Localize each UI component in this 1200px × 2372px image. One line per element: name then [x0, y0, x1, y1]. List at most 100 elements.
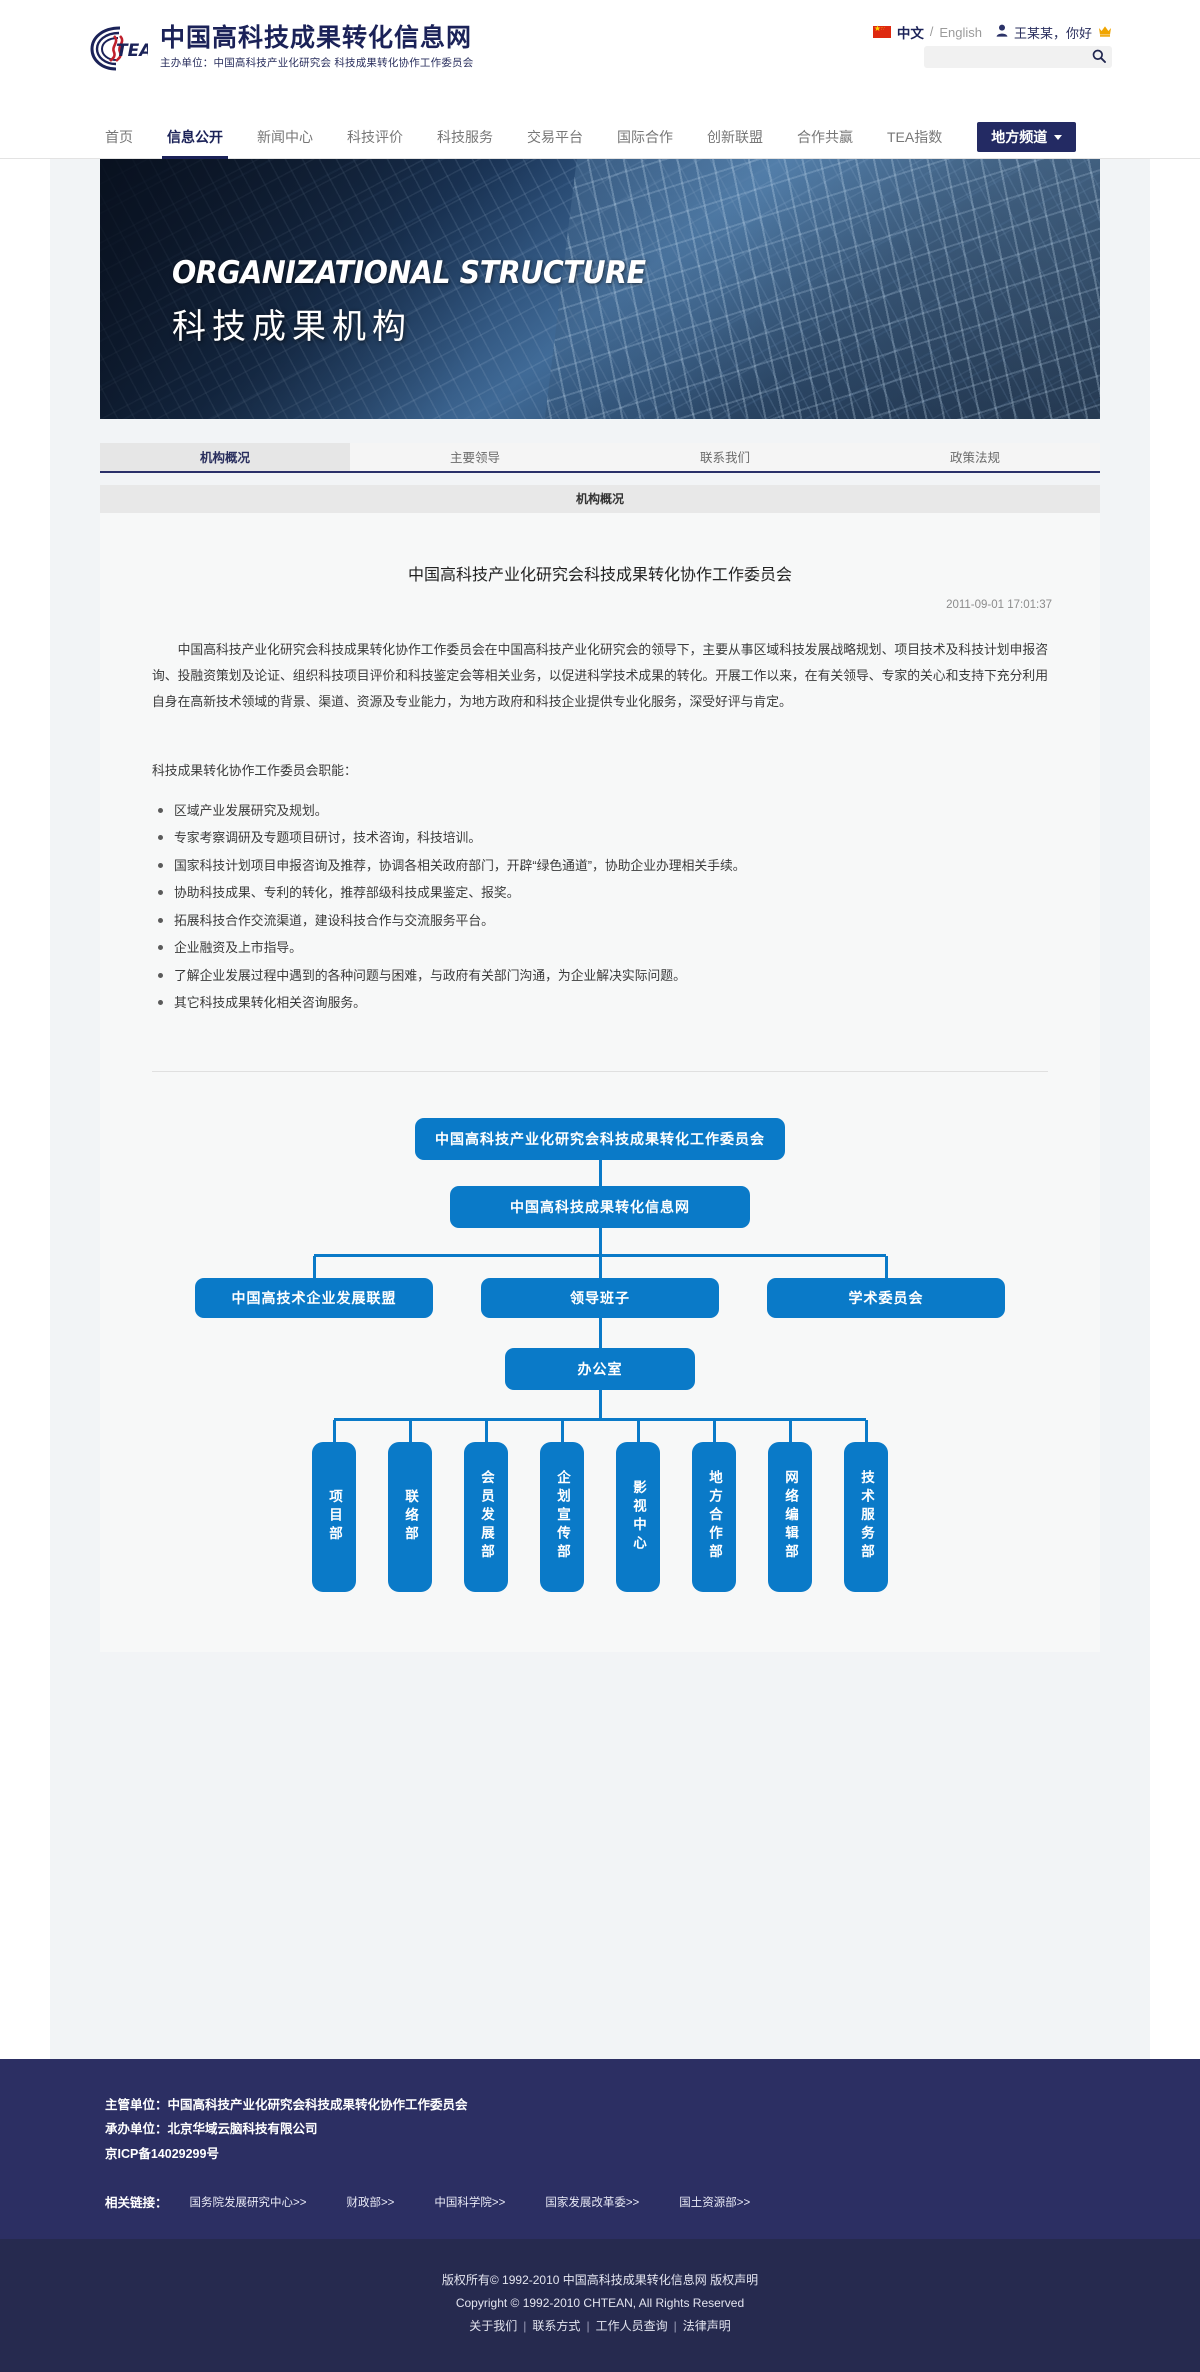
china-flag-icon — [872, 23, 891, 38]
org-box-level3-1[interactable]: 中国高技术企业发展联盟 — [195, 1277, 433, 1318]
content-card: 机构概况 中国高科技产业化研究会科技成果转化协作工作委员会 2011-09-01… — [100, 485, 1100, 1652]
chtea-logo-icon: TEA — [90, 24, 152, 72]
connector-line-vertical — [332, 1419, 336, 1442]
org-box-level3-3[interactable]: 学术委员会 — [767, 1277, 1005, 1318]
banner-title-cn: 科技成果机构 — [172, 308, 412, 346]
site-title: 中国高科技成果转化信息网 — [160, 24, 473, 52]
banner-title-en: ORGANIZATIONAL STRUCTURE — [172, 255, 646, 291]
site-header: TEA 中国高科技成果转化信息网 主办单位：中国高科技产业化研究会 科技成果转化… — [0, 0, 1200, 115]
footer-organizer-line: 承办单位：北京华域云脑科技有限公司 — [105, 2117, 1150, 2141]
footer-primary: 主管单位：中国高科技产业化研究会科技成果转化协作工作委员会 承办单位：北京华域云… — [0, 2059, 1200, 2240]
nav-item-2[interactable]: 信息公开 — [150, 115, 240, 159]
footer-bottom-link-3[interactable]: 工作人员查询 — [595, 2318, 668, 2333]
section-tabbar: 机构概况 主要领导 联系我们 政策法规 — [100, 443, 1100, 473]
footer-link-separator: | — [586, 2318, 590, 2333]
connector-line-vertical — [598, 1389, 602, 1420]
footer-link-5[interactable]: 国土资源部>> — [679, 2196, 751, 2209]
site-logo[interactable]: TEA 中国高科技成果转化信息网 主办单位：中国高科技产业化研究会 科技成果转化… — [90, 24, 473, 72]
site-subtitle: 主办单位：中国高科技产业化研究会 科技成果转化协作工作委员会 — [160, 57, 474, 69]
function-item: 其它科技成果转化相关咨询服务。 — [158, 989, 1100, 1017]
function-item: 国家科技计划项目申报咨询及推荐，协调各相关政府部门，开辟“绿色通道”，协助企业办… — [158, 852, 1100, 880]
org-box-department-3[interactable]: 会员发展部 — [464, 1441, 508, 1592]
search-button[interactable] — [1086, 46, 1112, 68]
org-box-level3-2[interactable]: 领导班子 — [481, 1277, 719, 1318]
tab-1[interactable]: 机构概况 — [100, 443, 350, 471]
nav-item-6[interactable]: 交易平台 — [527, 129, 583, 145]
footer-link-3[interactable]: 中国科学院>> — [434, 2196, 506, 2209]
nav-item-1[interactable]: 首页 — [105, 129, 133, 145]
org-box-department-7[interactable]: 网络编辑部 — [768, 1441, 812, 1592]
connector-line-vertical — [484, 1419, 488, 1442]
footer-link-2[interactable]: 财政部>> — [346, 2196, 395, 2209]
tab-4[interactable]: 政策法规 — [949, 451, 1000, 465]
function-item: 协助科技成果、专利的转化，推荐部级科技成果鉴定、报奖。 — [158, 879, 1100, 907]
org-box-department-6[interactable]: 地方合作部 — [692, 1441, 736, 1592]
language-english-link[interactable]: English — [939, 24, 982, 40]
org-box-department-1[interactable]: 项目部 — [312, 1441, 356, 1592]
page-banner: ORGANIZATIONAL STRUCTURE 科技成果机构 — [100, 159, 1100, 419]
crown-icon — [1098, 25, 1112, 40]
footer-bottom-link-2[interactable]: 联系方式 — [532, 2318, 581, 2333]
footer-secondary: 版权所有© 1992-2010 中国高科技成果转化信息网 版权声明 Copyri… — [0, 2239, 1200, 2372]
nav-item-8[interactable]: 创新联盟 — [707, 129, 763, 145]
page-content: ORGANIZATIONAL STRUCTURE 科技成果机构 机构概况 主要领导… — [50, 159, 1150, 2059]
nav-dropdown-label: 地方频道 — [991, 129, 1048, 145]
org-box-department-2[interactable]: 联络部 — [388, 1441, 432, 1592]
footer-link-4[interactable]: 国家发展改革委>> — [545, 2196, 640, 2209]
footer-supervisor-label: 主管单位： — [105, 2098, 168, 2112]
footer-organizer-value: 北京华域云脑科技有限公司 — [167, 2122, 318, 2137]
org-chart: 中国高科技产业化研究会科技成果转化工作委员会中国高科技成果转化信息网中国高技术企… — [152, 1070, 1048, 1612]
connector-line-horizontal — [334, 1418, 866, 1422]
footer-supervisor-value: 中国高科技产业化研究会科技成果转化协作工作委员会 — [167, 2098, 468, 2112]
nav-item-7[interactable]: 国际合作 — [617, 129, 673, 145]
footer-links-label: 相关链接： — [105, 2196, 168, 2211]
nav-item-5[interactable]: 科技服务 — [437, 129, 493, 145]
page-title: 中国高科技产业化研究会科技成果转化协作工作委员会 — [407, 567, 792, 584]
article-body: 中国高科技产业化研究会科技成果转化协作工作委员会在中国高科技产业化研究会的领导下… — [152, 637, 1048, 716]
footer-link-separator: | — [673, 2318, 677, 2333]
search-box[interactable] — [924, 46, 1112, 68]
connector-line-vertical — [598, 1255, 602, 1278]
footer-link-1[interactable]: 国务院发展研究中心>> — [189, 2196, 307, 2209]
function-item: 了解企业发展过程中遇到的各种问题与困难，与政府有关部门沟通，为企业解决实际问题。 — [158, 962, 1100, 990]
org-box-department-8[interactable]: 技术服务部 — [844, 1441, 888, 1592]
search-input[interactable] — [924, 51, 1086, 63]
tab-3[interactable]: 联系我们 — [699, 451, 750, 465]
footer-related-links: 相关链接： 国务院发展研究中心>> 财政部>> 中国科学院>> 国家发展改革委>> 国土… — [105, 2192, 1150, 2211]
footer-bottom-link-4[interactable]: 法律声明 — [682, 2318, 731, 2333]
footer-link-separator: | — [523, 2318, 527, 2333]
function-item: 区域产业发展研究及规划。 — [158, 797, 1100, 825]
footer-supervisor-line: 主管单位：中国高科技产业化研究会科技成果转化协作工作委员会 — [105, 2093, 1150, 2117]
org-box-department-5[interactable]: 影视中心 — [616, 1441, 660, 1592]
connector-line-vertical — [636, 1419, 640, 1442]
nav-item-4[interactable]: 科技评价 — [347, 129, 403, 145]
copyright-cn: 版权所有© 1992-2010 中国高科技成果转化信息网 版权声明 — [441, 2273, 759, 2288]
language-separator: / — [929, 25, 934, 39]
connector-line-vertical — [884, 1255, 888, 1278]
functions-heading: 科技成果转化协作工作委员会职能： — [152, 762, 357, 778]
nav-local-channel-dropdown[interactable]: 地方频道 — [977, 122, 1077, 152]
banner-background-image — [100, 159, 1100, 419]
footer-bottom-link-1[interactable]: 关于我们 — [469, 2318, 518, 2333]
function-item: 专家考察调研及专题项目研讨，技术咨询，科技培训。 — [158, 824, 1100, 852]
org-box-level2[interactable]: 中国高科技成果转化信息网 — [450, 1185, 750, 1228]
connector-line-vertical — [598, 1227, 602, 1256]
user-greeting[interactable]: 王某某，你好 — [1013, 25, 1092, 41]
nav-item-9[interactable]: 合作共赢 — [797, 129, 853, 145]
utility-bar: 中文 / English 王某某，你好 — [872, 22, 1112, 42]
org-box-office[interactable]: 办公室 — [505, 1347, 695, 1390]
footer-icp: 京ICP备14029299号 — [105, 2146, 219, 2161]
article-timestamp: 2011-09-01 17:01:37 — [946, 599, 1052, 611]
language-chinese-link[interactable]: 中文 — [896, 26, 924, 41]
org-box-level1[interactable]: 中国高科技产业化研究会科技成果转化工作委员会 — [415, 1117, 785, 1160]
nav-item-3[interactable]: 新闻中心 — [257, 129, 313, 145]
nav-item-10[interactable]: TEA指数 — [887, 129, 943, 145]
tab-2[interactable]: 主要领导 — [449, 451, 500, 465]
functions-list: 区域产业发展研究及规划。专家考察调研及专题项目研讨，技术咨询，科技培训。国家科技… — [158, 797, 1100, 1017]
connector-line-vertical — [312, 1255, 316, 1278]
connector-line-vertical — [864, 1419, 868, 1442]
user-icon — [996, 24, 1008, 40]
footer-bottom-links: 关于我们 | 联系方式 | 工作人员查询 | 法律声明 — [0, 2315, 1200, 2338]
function-item: 企业融资及上市指导。 — [158, 934, 1100, 962]
org-box-department-4[interactable]: 企划宣传部 — [540, 1441, 584, 1592]
